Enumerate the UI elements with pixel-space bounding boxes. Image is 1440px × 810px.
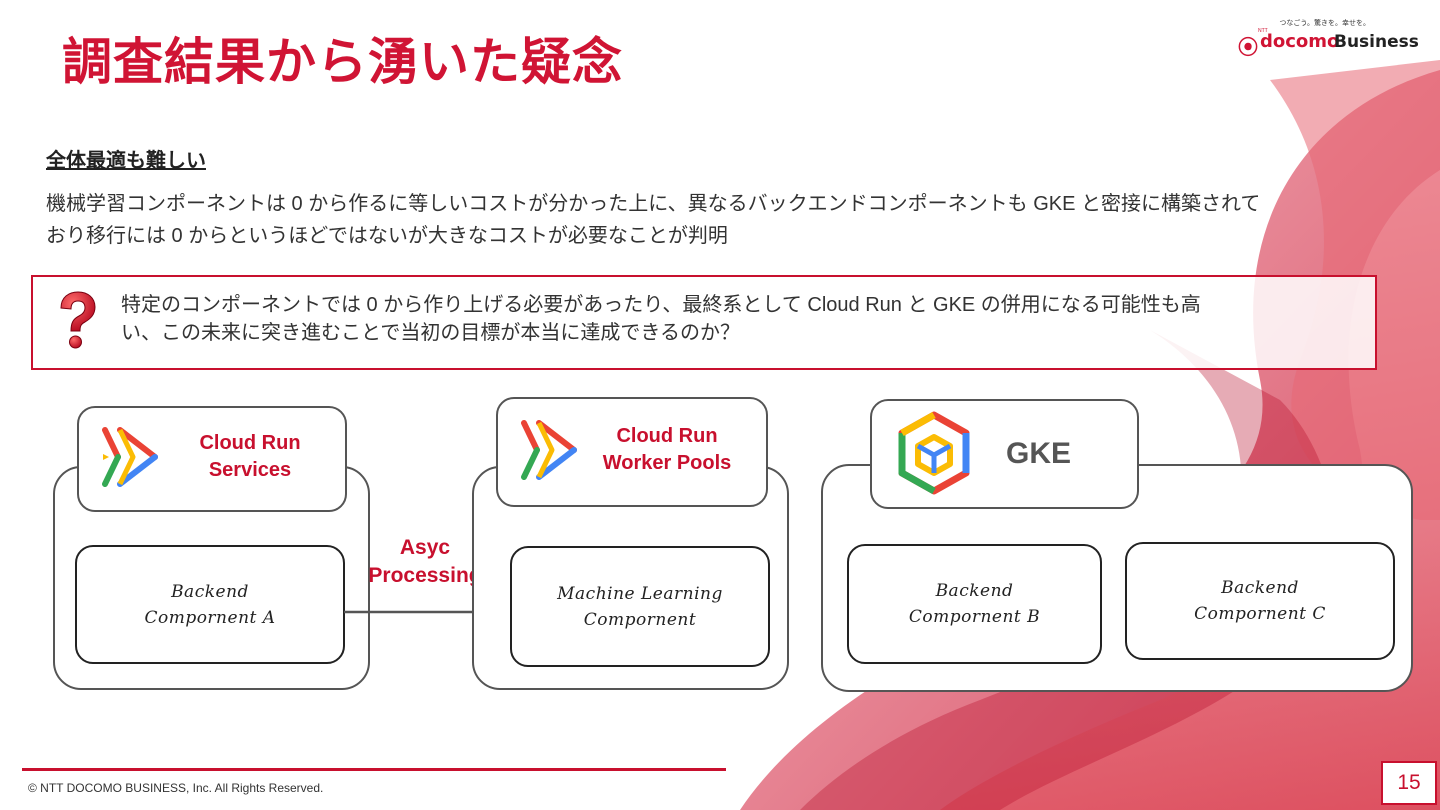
component-line: Compornent A [144,607,276,628]
callout-line: 特定のコンポーネントでは 0 から作り上げる必要があったり、最終系として Clo… [121,294,1201,316]
gke-label: GKE [1006,437,1072,470]
component-line: Compornent C [1194,604,1326,624]
label-line: Cloud Run [199,432,301,454]
copyright: © NTT DOCOMO BUSINESS, Inc. All Rights R… [28,781,324,795]
backend-component-c: Backend Compornent C [1125,542,1395,660]
label-line: Processing [368,564,482,587]
section-subheading: 全体最適も難しい [46,150,206,172]
cloud-run-worker-pools-label: Cloud Run Worker Pools [588,423,746,477]
logo-tagline: つなごう。驚きを。幸せを。 [1279,20,1370,27]
component-line: Machine Learning [557,583,723,604]
cloud-run-icon [521,420,577,480]
cloud-run-icon [102,427,158,487]
gke-icon [898,411,970,495]
backend-component-a: Backend Compornent A [75,545,345,664]
slide-title: 調査結果から湧いた疑念 [62,33,623,91]
cloud-run-worker-pools-header: Cloud Run Worker Pools [496,397,768,507]
docomo-business-logo: つなごう。驚きを。幸せを。 ⦿ NTT docomo Business [1238,18,1422,60]
docomo-mark-icon: ⦿ [1238,37,1258,59]
label-line: Asyc [399,536,451,559]
callout-line: い、この未来に突き進むことで当初の目標が本当に達成できるのか？ [121,322,740,344]
cloud-run-services-header: Cloud Run Services [77,406,347,512]
question-callout: 特定のコンポーネントでは 0 から作り上げる必要があったり、最終系として Clo… [31,275,1377,370]
backend-component-b: Backend Compornent B [847,544,1102,664]
logo-business: Business [1334,32,1419,52]
callout-text: 特定のコンポーネントでは 0 から作り上げる必要があったり、最終系として Clo… [121,291,1201,347]
body-text: 機械学習コンポーネントは 0 から作るに等しいコストが分かった上に、異なるバック… [46,188,1376,252]
component-line: Compornent [583,609,697,630]
machine-learning-component: Machine Learning Compornent [510,546,770,667]
label-line: Worker Pools [602,452,732,474]
label-line: Cloud Run [616,425,718,447]
gke-header: GKE [870,399,1139,509]
question-mark-icon [60,291,96,349]
footer-divider [22,768,726,771]
cloud-run-services-label: Cloud Run Services [177,430,323,484]
label-line: Services [208,459,292,481]
component-line: Compornent B [908,607,1041,627]
body-line: 機械学習コンポーネントは 0 から作るに等しいコストが分かった上に、異なるバック… [46,193,1261,215]
logo-docomo: docomo [1260,31,1340,52]
component-line: Backend [1221,578,1299,598]
page-number: 15 [1381,761,1437,805]
component-line: Backend [935,581,1014,601]
async-processing-label: Asyc Processing [360,534,490,590]
body-line: おり移行には 0 からというほどではないが大きなコストが必要なことが判明 [46,225,728,247]
logo-ntt: NTT [1258,28,1268,34]
component-line: Backend [171,581,249,602]
